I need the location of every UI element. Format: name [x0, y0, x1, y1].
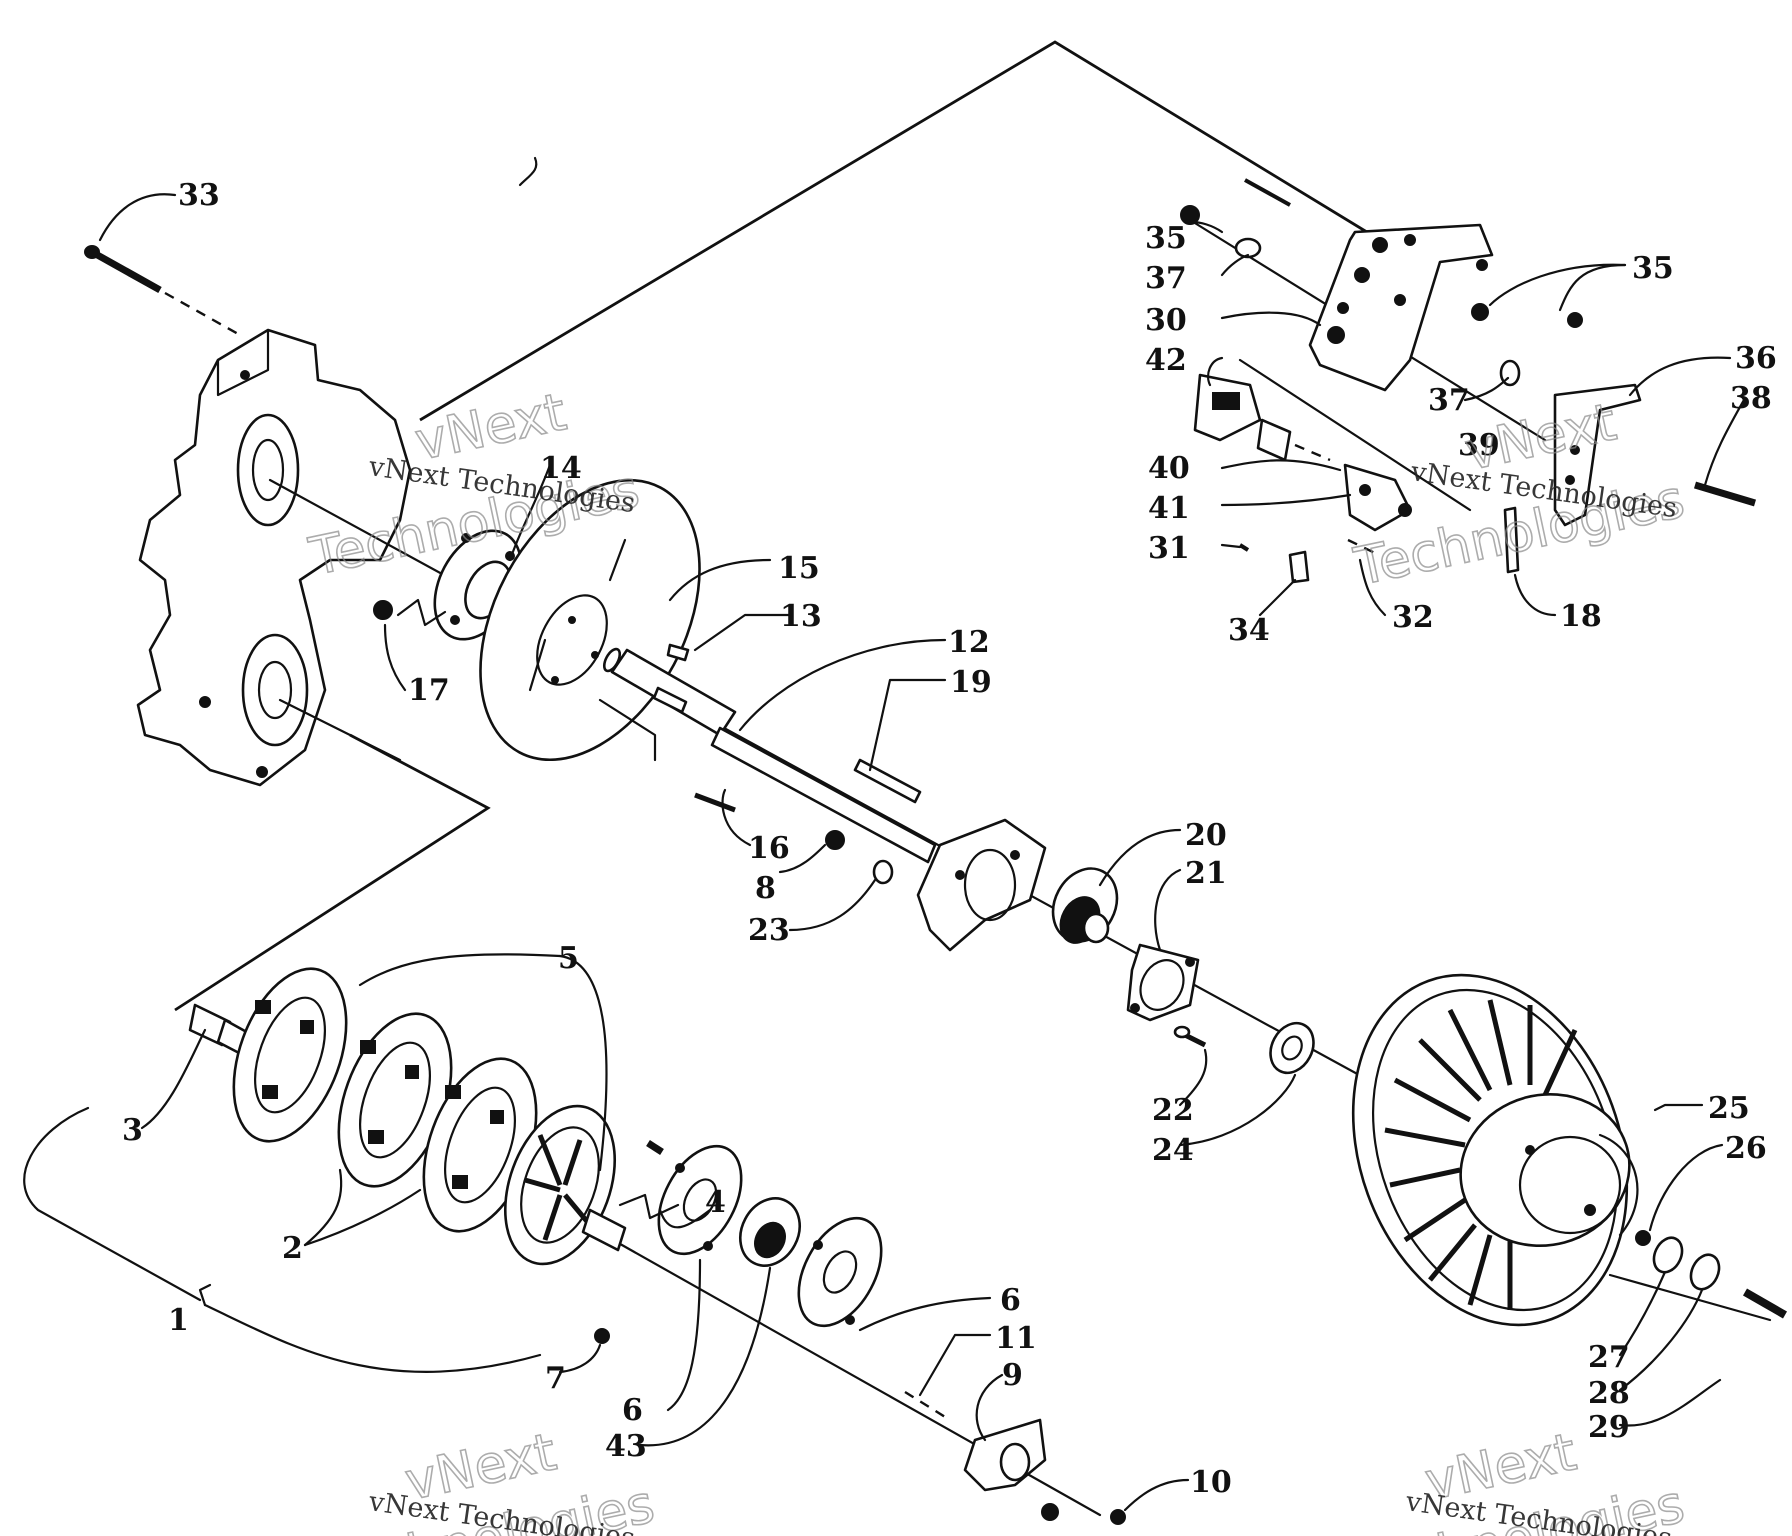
nut-10	[1110, 1509, 1126, 1525]
callout-35-right: 35	[1632, 251, 1674, 286]
callout-33: 33	[178, 178, 220, 213]
nut-17	[373, 600, 393, 620]
washer-27	[1652, 1236, 1684, 1274]
shaft-12	[602, 647, 937, 864]
bolt-38	[1693, 481, 1757, 507]
callout-38: 38	[1730, 381, 1772, 416]
flange-6-right	[797, 1216, 883, 1328]
callout-40: 40	[1148, 451, 1190, 486]
callout-6-left: 6	[622, 1393, 643, 1428]
callout-14: 14	[540, 451, 582, 486]
nut-26	[1635, 1230, 1651, 1246]
washer-24	[1269, 1021, 1315, 1075]
key-19	[853, 758, 922, 804]
callout-7: 7	[545, 1361, 566, 1396]
callout-35-left: 35	[1145, 221, 1187, 256]
nut-35-left	[1180, 205, 1200, 225]
callout-34: 34	[1228, 613, 1270, 648]
callout-16: 16	[748, 831, 790, 866]
callout-42: 42	[1145, 343, 1187, 378]
nut-9	[1041, 1503, 1059, 1521]
stud-11	[904, 1390, 951, 1422]
callout-36: 36	[1735, 341, 1777, 376]
callout-22: 22	[1152, 1093, 1194, 1128]
bolt-16	[598, 698, 736, 813]
callout-29: 29	[1588, 1410, 1630, 1445]
brake-bracket-30	[1308, 223, 1494, 392]
washer-23	[872, 859, 894, 885]
flange-21	[1126, 943, 1200, 1022]
callout-27: 27	[1588, 1340, 1630, 1375]
callout-4: 4	[705, 1185, 726, 1220]
callout-37-bottom: 37	[1428, 383, 1470, 418]
bushing-34	[1288, 550, 1310, 584]
bolt-7	[594, 1328, 610, 1344]
pin-31	[1238, 543, 1250, 552]
callout-5: 5	[558, 941, 579, 976]
callout-9: 9	[1002, 1358, 1023, 1393]
callout-26: 26	[1725, 1131, 1767, 1166]
bearing-cap-9	[963, 1418, 1047, 1492]
callout-17: 17	[408, 673, 450, 708]
callout-6-right: 6	[1000, 1283, 1021, 1318]
pin-32	[1347, 538, 1376, 555]
stud-top	[1244, 178, 1291, 207]
callout-3: 3	[122, 1113, 143, 1148]
callout-28: 28	[1588, 1376, 1630, 1411]
callout-32: 32	[1392, 600, 1434, 635]
callout-8: 8	[755, 871, 776, 906]
callout-labels: 1 2 3 4 5 6 6 7 8 9 10 11 12 13 14 15 16…	[122, 178, 1777, 1500]
callout-37-top: 37	[1145, 261, 1187, 296]
callout-13: 13	[780, 599, 822, 634]
nut-8	[825, 830, 845, 850]
bearing-43	[739, 1197, 801, 1267]
callout-21: 21	[1185, 856, 1227, 891]
bolt-29	[1743, 1288, 1787, 1319]
bearing-housing-plate	[916, 818, 1047, 952]
callout-11: 11	[995, 1321, 1037, 1356]
callout-41: 41	[1148, 491, 1190, 526]
spacer-37-top	[1234, 237, 1262, 259]
woodruff-key-13	[666, 643, 690, 662]
callout-15: 15	[778, 551, 820, 586]
brake-caliper-42	[1193, 373, 1262, 442]
driven-pulley-25	[1351, 973, 1639, 1327]
nut-35-right-a	[1471, 303, 1489, 321]
chaincase-housing	[136, 328, 412, 787]
callout-31: 31	[1148, 531, 1190, 566]
brake-pads-40	[1256, 418, 1331, 462]
callout-24: 24	[1152, 1133, 1194, 1168]
callout-10: 10	[1190, 1465, 1232, 1500]
callout-39: 39	[1458, 428, 1500, 463]
callout-12: 12	[948, 625, 990, 660]
leader-lines	[98, 156, 1747, 1512]
callout-23: 23	[748, 913, 790, 948]
callout-30: 30	[1145, 303, 1187, 338]
callout-18: 18	[1560, 599, 1602, 634]
bolt-22	[1173, 1025, 1207, 1048]
spring-18	[1503, 506, 1520, 574]
bolt-4	[646, 1140, 664, 1155]
nut-35-right-b	[1567, 312, 1583, 328]
washer-28	[1689, 1253, 1721, 1291]
callout-2: 2	[282, 1231, 303, 1266]
callout-19: 19	[950, 665, 992, 700]
callout-1: 1	[168, 1303, 189, 1338]
long-bolt-33	[84, 245, 241, 337]
callout-43: 43	[605, 1429, 647, 1464]
assembly-outline-lines	[23, 40, 1381, 1373]
callout-20: 20	[1185, 818, 1227, 853]
bearing-20	[1051, 867, 1119, 944]
callout-25: 25	[1708, 1091, 1750, 1126]
caliper-body-41	[1343, 463, 1412, 532]
drive-shaft-assembly-1	[188, 967, 627, 1266]
watermark-right-bottom: vNext Technologies vNext Technologies	[1348, 1422, 1690, 1536]
